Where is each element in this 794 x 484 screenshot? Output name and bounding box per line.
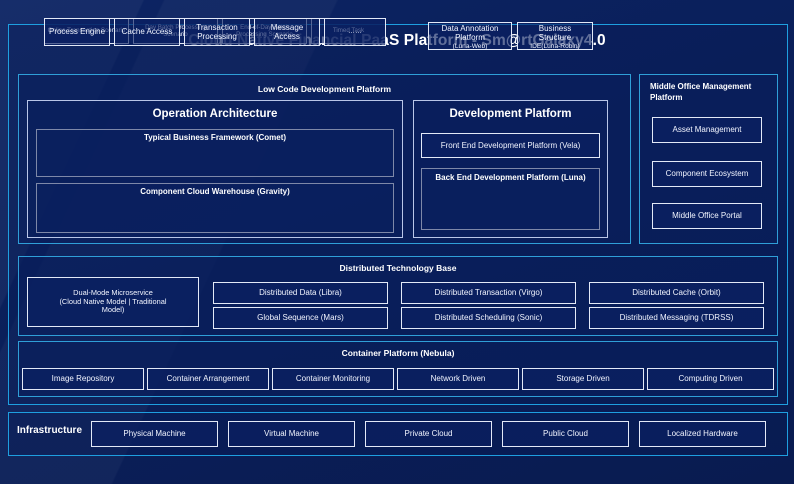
chip-network-driven[interactable]: Network Driven [397, 368, 519, 390]
chip-data-annotation-platform[interactable]: Data Annotation Platform (Luna-Web) [428, 22, 512, 50]
chip-business-structure-ide[interactable]: Business Structure IDE(Luna-Robin) [517, 22, 593, 50]
chip-storage-driven[interactable]: Storage Driven [522, 368, 644, 390]
typical-business-framework-title: Typical Business Framework (Comet) [143, 133, 287, 142]
chip-line-3: Model) [101, 305, 125, 315]
chip-process-engine[interactable]: Process Engine [44, 18, 110, 46]
chip-message-access[interactable]: Message Access [254, 18, 320, 46]
chip-container-arrangement[interactable]: Container Arrangement [147, 368, 269, 390]
chip-localized-hardware[interactable]: Localized Hardware [639, 421, 766, 447]
component-cloud-warehouse-title: Component Cloud Warehouse (Gravity) [140, 187, 290, 196]
chip-more-ellipsis[interactable]: …… [324, 18, 386, 46]
chip-virtual-machine[interactable]: Virtual Machine [228, 421, 355, 447]
chip-asset-management[interactable]: Asset Management [652, 117, 762, 143]
middle-office-platform-title: Middle Office Management Platform [650, 82, 752, 102]
chip-container-monitoring[interactable]: Container Monitoring [272, 368, 394, 390]
chip-line-1: Data Annotation [441, 24, 499, 33]
chip-middle-office-portal[interactable]: Middle Office Portal [652, 203, 762, 229]
development-platform-title: Development Platform [449, 108, 572, 120]
chip-distributed-scheduling[interactable]: Distributed Scheduling (Sonic) [401, 307, 576, 329]
operation-architecture-title: Operation Architecture [152, 108, 278, 120]
component-cloud-warehouse-group: Component Cloud Warehouse (Gravity) [36, 183, 394, 233]
chip-transaction-processing[interactable]: Transaction Processing [184, 18, 250, 46]
chip-line-1: Dual-Mode Microservice [73, 287, 153, 297]
chip-dual-mode-microservice[interactable]: Dual-Mode Microservice (Cloud Native Mod… [27, 277, 199, 327]
chip-physical-machine[interactable]: Physical Machine [91, 421, 218, 447]
chip-front-end-development-platform[interactable]: Front End Development Platform (Vela) [421, 133, 600, 158]
infrastructure-label: Infrastructure [17, 425, 83, 436]
chip-line-1: Business [538, 24, 572, 33]
chip-distributed-cache[interactable]: Distributed Cache (Orbit) [589, 282, 764, 304]
chip-component-ecosystem[interactable]: Component Ecosystem [652, 161, 762, 187]
chip-line-3: (Luna-Web) [452, 42, 488, 50]
chip-distributed-transaction[interactable]: Distributed Transaction (Virgo) [401, 282, 576, 304]
chip-line-3: IDE(Luna-Robin) [530, 42, 580, 50]
chip-line-2: Platform [455, 33, 485, 43]
chip-line-2: Structure [538, 33, 572, 43]
low-code-platform-title: Low Code Development Platform [257, 84, 392, 94]
chip-cache-access[interactable]: Cache Access [114, 18, 180, 46]
chip-distributed-messaging[interactable]: Distributed Messaging (TDRSS) [589, 307, 764, 329]
chip-distributed-data[interactable]: Distributed Data (Libra) [213, 282, 388, 304]
chip-private-cloud[interactable]: Private Cloud [365, 421, 492, 447]
chip-image-repository[interactable]: Image Repository [22, 368, 144, 390]
back-end-development-platform-group: Back End Development Platform (Luna) [421, 168, 600, 230]
chip-computing-driven[interactable]: Computing Driven [647, 368, 774, 390]
typical-business-framework-group: Typical Business Framework (Comet) [36, 129, 394, 177]
chip-public-cloud[interactable]: Public Cloud [502, 421, 629, 447]
container-platform-title: Container Platform (Nebula) [341, 348, 455, 358]
back-end-development-platform-title: Back End Development Platform (Luna) [435, 173, 586, 182]
chip-global-sequence[interactable]: Global Sequence (Mars) [213, 307, 388, 329]
distributed-technology-base-title: Distributed Technology Base [339, 263, 457, 273]
chip-line-2: (Cloud Native Model | Traditional [59, 296, 167, 306]
